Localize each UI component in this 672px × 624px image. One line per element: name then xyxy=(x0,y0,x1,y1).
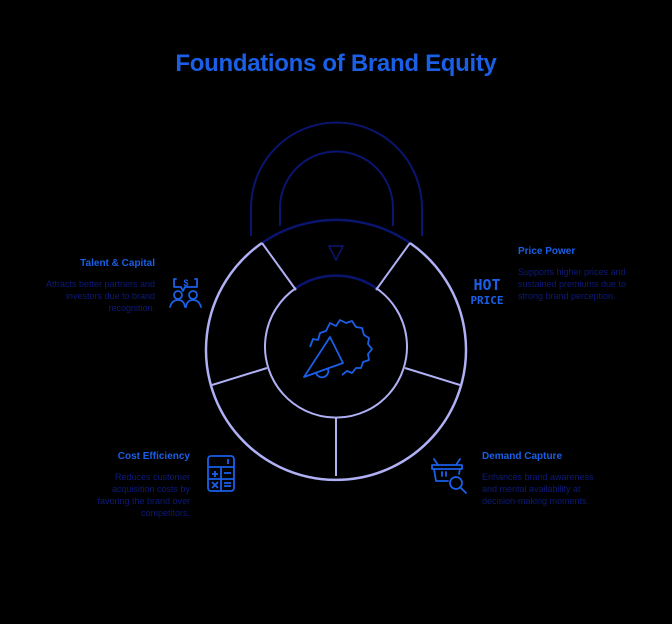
segment-description: Supports higher prices and sustained pre… xyxy=(518,267,627,301)
segment-cost-efficiency: Cost Efficiency Reduces customer acquisi… xyxy=(80,451,190,519)
segment-heading: Price Power xyxy=(518,246,576,257)
lock-body-inner-ring xyxy=(264,287,408,419)
lock-top-segment-inner-arc xyxy=(295,274,377,290)
lock-shackle-inner xyxy=(279,150,394,226)
segment-heading: Cost Efficiency xyxy=(117,451,190,462)
segment-heading: Demand Capture xyxy=(482,451,563,462)
page-title: Foundations of Brand Equity xyxy=(175,50,497,77)
svg-text:$: $ xyxy=(183,278,188,288)
divider-right xyxy=(404,367,461,386)
divider-top-right xyxy=(375,242,411,291)
lock-body-outer-ring xyxy=(204,241,468,482)
divider-top-left xyxy=(261,242,297,291)
hot-label: HOT xyxy=(473,276,501,294)
hot-price-icon: HOT PRICE xyxy=(466,276,508,308)
basket-search-icon xyxy=(431,458,467,494)
megaphone-badge-icon xyxy=(303,319,373,379)
segment-description: Enhances brand awareness and mental avai… xyxy=(482,472,594,506)
keyhole-triangle-icon xyxy=(327,245,345,262)
divider-left xyxy=(211,367,268,386)
segment-demand-capture: Demand Capture Enhances brand awareness … xyxy=(482,451,597,507)
segment-description: Reduces customer acquisition costs by fa… xyxy=(97,472,190,518)
lock-shackle-outer xyxy=(250,121,423,236)
investor-users-icon: $ xyxy=(169,278,202,308)
segment-heading: Talent & Capital xyxy=(80,258,155,269)
segment-price-power: Price Power Supports higher prices and s… xyxy=(518,246,628,302)
lock-top-segment-outer-arc xyxy=(261,218,411,245)
price-label: PRICE xyxy=(470,294,504,307)
calculator-icon xyxy=(207,455,235,492)
segment-talent-capital: Talent & Capital Attracts better partner… xyxy=(45,258,155,314)
segment-description: Attracts better partners and investors d… xyxy=(45,279,155,313)
